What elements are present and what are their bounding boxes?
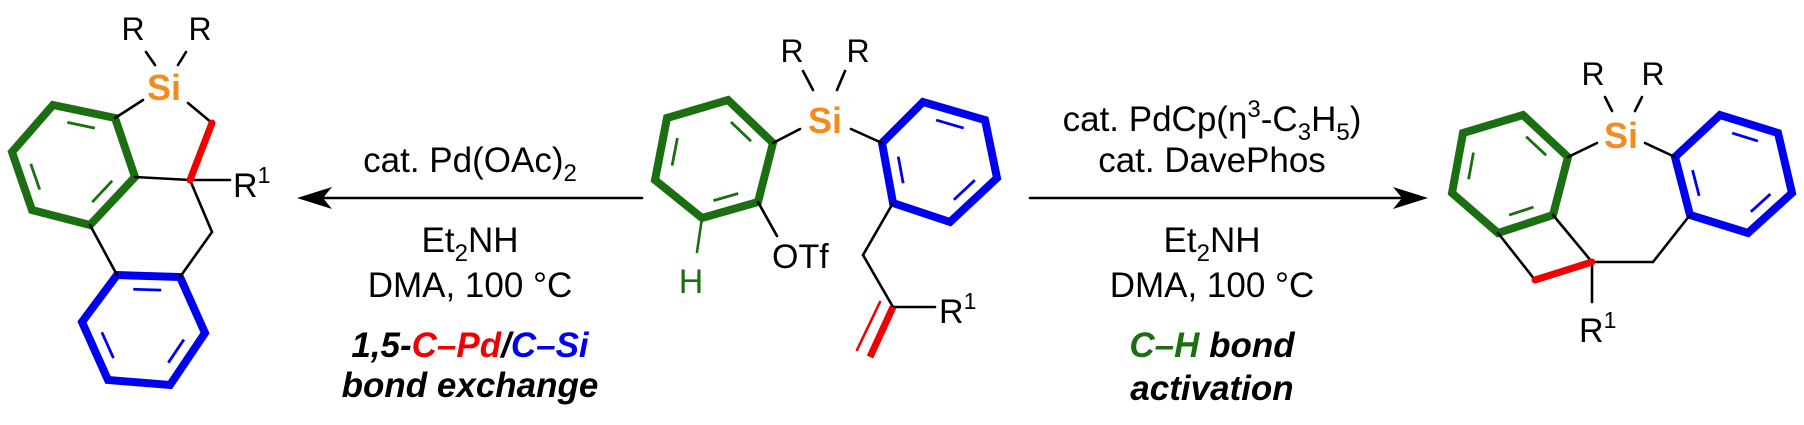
aromatic-double-bond: [1731, 131, 1759, 143]
c-ch2-bond: [188, 178, 214, 234]
aromatic-double-bond: [730, 120, 752, 143]
middle-blue-ring: [877, 97, 1002, 227]
r-label: R: [121, 11, 144, 47]
silicon-label: Si: [147, 67, 181, 108]
right-reaction-arrow: [1028, 187, 1428, 209]
ligand-text: cat. DavePhos: [1098, 141, 1326, 180]
biaryl-bond: [88, 223, 119, 277]
hydrogen-label: H: [679, 263, 704, 301]
aryl-si-bond: [113, 98, 145, 120]
aromatic-double-bond: [1467, 152, 1475, 180]
solvent-temperature-text: DMA, 100 °C: [1110, 266, 1315, 305]
new-c-c-bond: [1531, 258, 1596, 284]
aromatic-double-bond: [712, 192, 739, 202]
aryl-ch2-bond: [1496, 231, 1537, 282]
triflate-label: OTf: [772, 238, 829, 276]
left-reaction-arrow: [297, 187, 644, 209]
ch2-aryl-bond: [178, 230, 214, 279]
left-blue-ring: [77, 270, 210, 390]
aromatic-double-bond: [167, 338, 186, 364]
r-label: R: [846, 33, 869, 69]
si-ch2-bond: [186, 101, 214, 125]
si-r-bond: [835, 69, 847, 92]
mechanism-label: C–H bond: [1129, 326, 1295, 365]
aryl-c-bond: [133, 175, 192, 182]
aryl-otf-bond: [756, 200, 779, 238]
aromatic-double-bond: [91, 179, 114, 204]
r-label: R: [1581, 56, 1604, 92]
silicon-label: Si: [808, 100, 842, 141]
left-green-ring: [7, 100, 140, 230]
benzene-ring-outline: [77, 270, 210, 390]
solvent-temperature-text: DMA, 100 °C: [368, 266, 573, 305]
aryl-ch2-bond: [861, 201, 895, 257]
aromatic-double-bond: [29, 163, 41, 191]
si-r-bond: [801, 69, 815, 92]
mechanism-label: 1,5-C–Pd/C–Si: [351, 326, 590, 365]
r-label: R: [188, 11, 211, 47]
c-h-bond: [695, 216, 704, 254]
alkene-double-bond: [866, 305, 897, 359]
right-conditions: cat. PdCp(η3-C3H5) cat. DavePhos Et2NH D…: [1063, 96, 1362, 408]
si-aryl-bond: [1643, 141, 1677, 159]
catalyst-text: cat. Pd(OAc)2: [363, 141, 577, 187]
starting-material: R R Si H OTf R1: [679, 33, 976, 359]
aromatic-double-bond: [67, 121, 96, 130]
right-product: R R Si R1: [1496, 56, 1692, 350]
catalyst-text: cat. PdCp(η3-C3H5): [1063, 96, 1362, 146]
r1-label: R1: [1579, 307, 1616, 350]
left-product: R R Si R1: [88, 11, 270, 279]
mechanism-label-line2: bond exchange: [342, 366, 599, 405]
arrow-head-icon: [1393, 187, 1428, 209]
mechanism-label-line2: activation: [1130, 369, 1293, 408]
r1-label: R1: [939, 288, 976, 331]
aromatic-double-bond: [1749, 193, 1772, 213]
si-r-bond: [1633, 95, 1644, 113]
right-blue-ring: [1670, 110, 1797, 238]
base-text: Et2NH: [1164, 221, 1261, 267]
r1-label: R1: [233, 162, 270, 205]
si-aryl-bond: [849, 127, 884, 145]
aromatic-double-bond: [133, 287, 162, 292]
aryl-si-bond: [771, 127, 802, 145]
r-label: R: [1641, 56, 1664, 92]
aryl-c-bond: [1551, 213, 1594, 264]
aromatic-double-bond: [1508, 205, 1534, 217]
aromatic-double-bond: [100, 331, 115, 359]
aromatic-rings: [7, 95, 1797, 390]
aromatic-double-bond: [896, 156, 905, 184]
new-c-c-bond: [186, 119, 216, 184]
aryl-si-bond: [1566, 141, 1599, 159]
si-r-bond: [176, 50, 188, 67]
aromatic-double-bond: [670, 137, 679, 166]
middle-green-ring: [650, 95, 778, 223]
arrow-head-icon: [297, 187, 332, 209]
si-r-bond: [144, 50, 157, 67]
alkene-double-bond-inner: [855, 300, 882, 352]
aromatic-double-bond: [1691, 169, 1701, 197]
aromatic-double-bond: [935, 118, 965, 130]
si-r-bond: [1603, 95, 1614, 113]
ch2-aryl-bond: [1651, 213, 1692, 264]
aromatic-double-bond: [1525, 135, 1548, 157]
right-green-ring: [1447, 110, 1573, 238]
left-conditions: cat. Pd(OAc)2 Et2NH DMA, 100 °C 1,5-C–Pd…: [342, 141, 599, 405]
base-text: Et2NH: [422, 221, 519, 267]
silicon-label: Si: [1604, 115, 1638, 156]
aromatic-double-bond: [952, 179, 976, 201]
r-label: R: [780, 33, 803, 69]
ch2-alkene-bond: [861, 253, 895, 309]
